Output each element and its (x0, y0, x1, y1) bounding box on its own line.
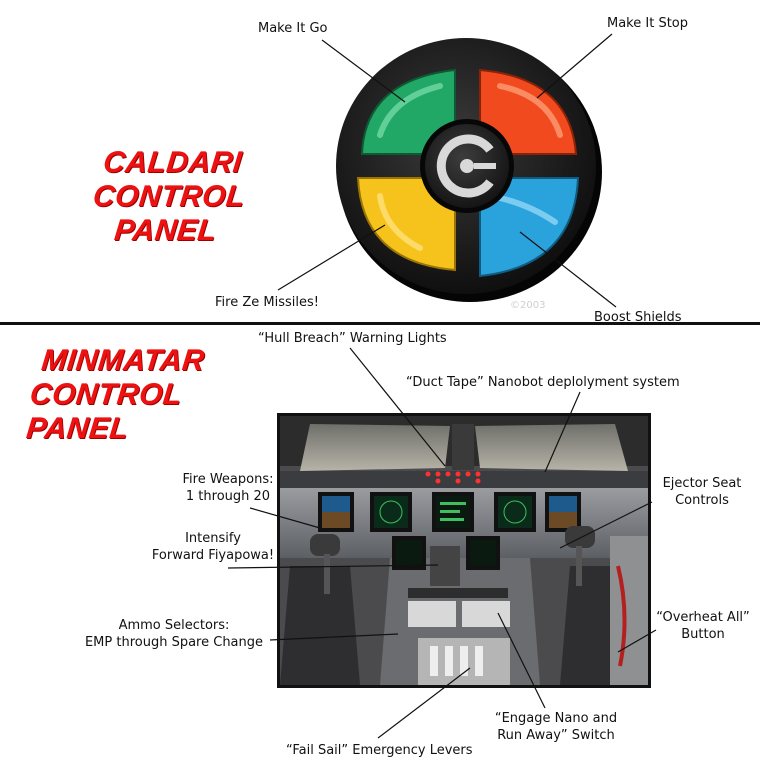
blue-quadrant (479, 177, 580, 278)
label-engage-nano-line-2: Run Away” Switch (497, 728, 615, 743)
red-quadrant (479, 68, 578, 155)
label-intensify: Intensify Forward Fiyapowa! (148, 530, 278, 564)
section-divider (0, 322, 760, 325)
label-intensify-line-1: Intensify (185, 531, 241, 546)
cockpit-illustration (280, 416, 648, 685)
label-ejector-seat-line-1: Ejector Seat (662, 476, 742, 491)
label-duct-tape: “Duct Tape” Nanobot deplolyment system (406, 375, 680, 390)
emergency-levers (418, 638, 510, 685)
label-ammo-selectors-line-1: Ammo Selectors: (118, 618, 230, 633)
label-overheat-all: “Overheat All” Button (650, 609, 756, 643)
label-make-it-go: Make It Go (258, 21, 328, 36)
label-fire-ze-missiles: Fire Ze Missiles! (215, 295, 319, 310)
label-ammo-selectors-line-2: EMP through Spare Change (84, 635, 264, 650)
label-ammo-selectors: Ammo Selectors: EMP through Spare Change (72, 617, 276, 651)
label-fire-weapons: Fire Weapons: 1 through 20 (168, 471, 288, 505)
cockpit-displays (318, 492, 581, 532)
label-fire-weapons-line-1: Fire Weapons: (182, 472, 274, 487)
cockpit-photo (277, 413, 651, 688)
label-boost-shields: Boost Shields (594, 310, 682, 325)
label-fail-sail: “Fail Sail” Emergency Levers (286, 743, 473, 758)
label-ejector-seat-line-2: Controls (675, 493, 729, 508)
simon-toy (336, 38, 602, 302)
label-engage-nano-line-1: “Engage Nano and (494, 711, 618, 726)
label-make-it-stop: Make It Stop (607, 16, 688, 31)
watermark: ©2003 (510, 300, 546, 311)
label-ejector-seat: Ejector Seat Controls (652, 475, 752, 509)
label-hull-breach: “Hull Breach” Warning Lights (258, 331, 447, 346)
label-overheat-all-line-2: Button (681, 627, 725, 642)
label-engage-nano: “Engage Nano and Run Away” Switch (484, 710, 628, 744)
label-intensify-line-2: Forward Fiyapowa! (151, 548, 275, 563)
warning-lights (425, 471, 481, 484)
ammo-selector-panels (408, 588, 510, 627)
simon-logo-icon (436, 134, 496, 198)
label-overheat-all-line-1: “Overheat All” (656, 610, 750, 625)
label-fire-weapons-line-2: 1 through 20 (185, 489, 271, 504)
